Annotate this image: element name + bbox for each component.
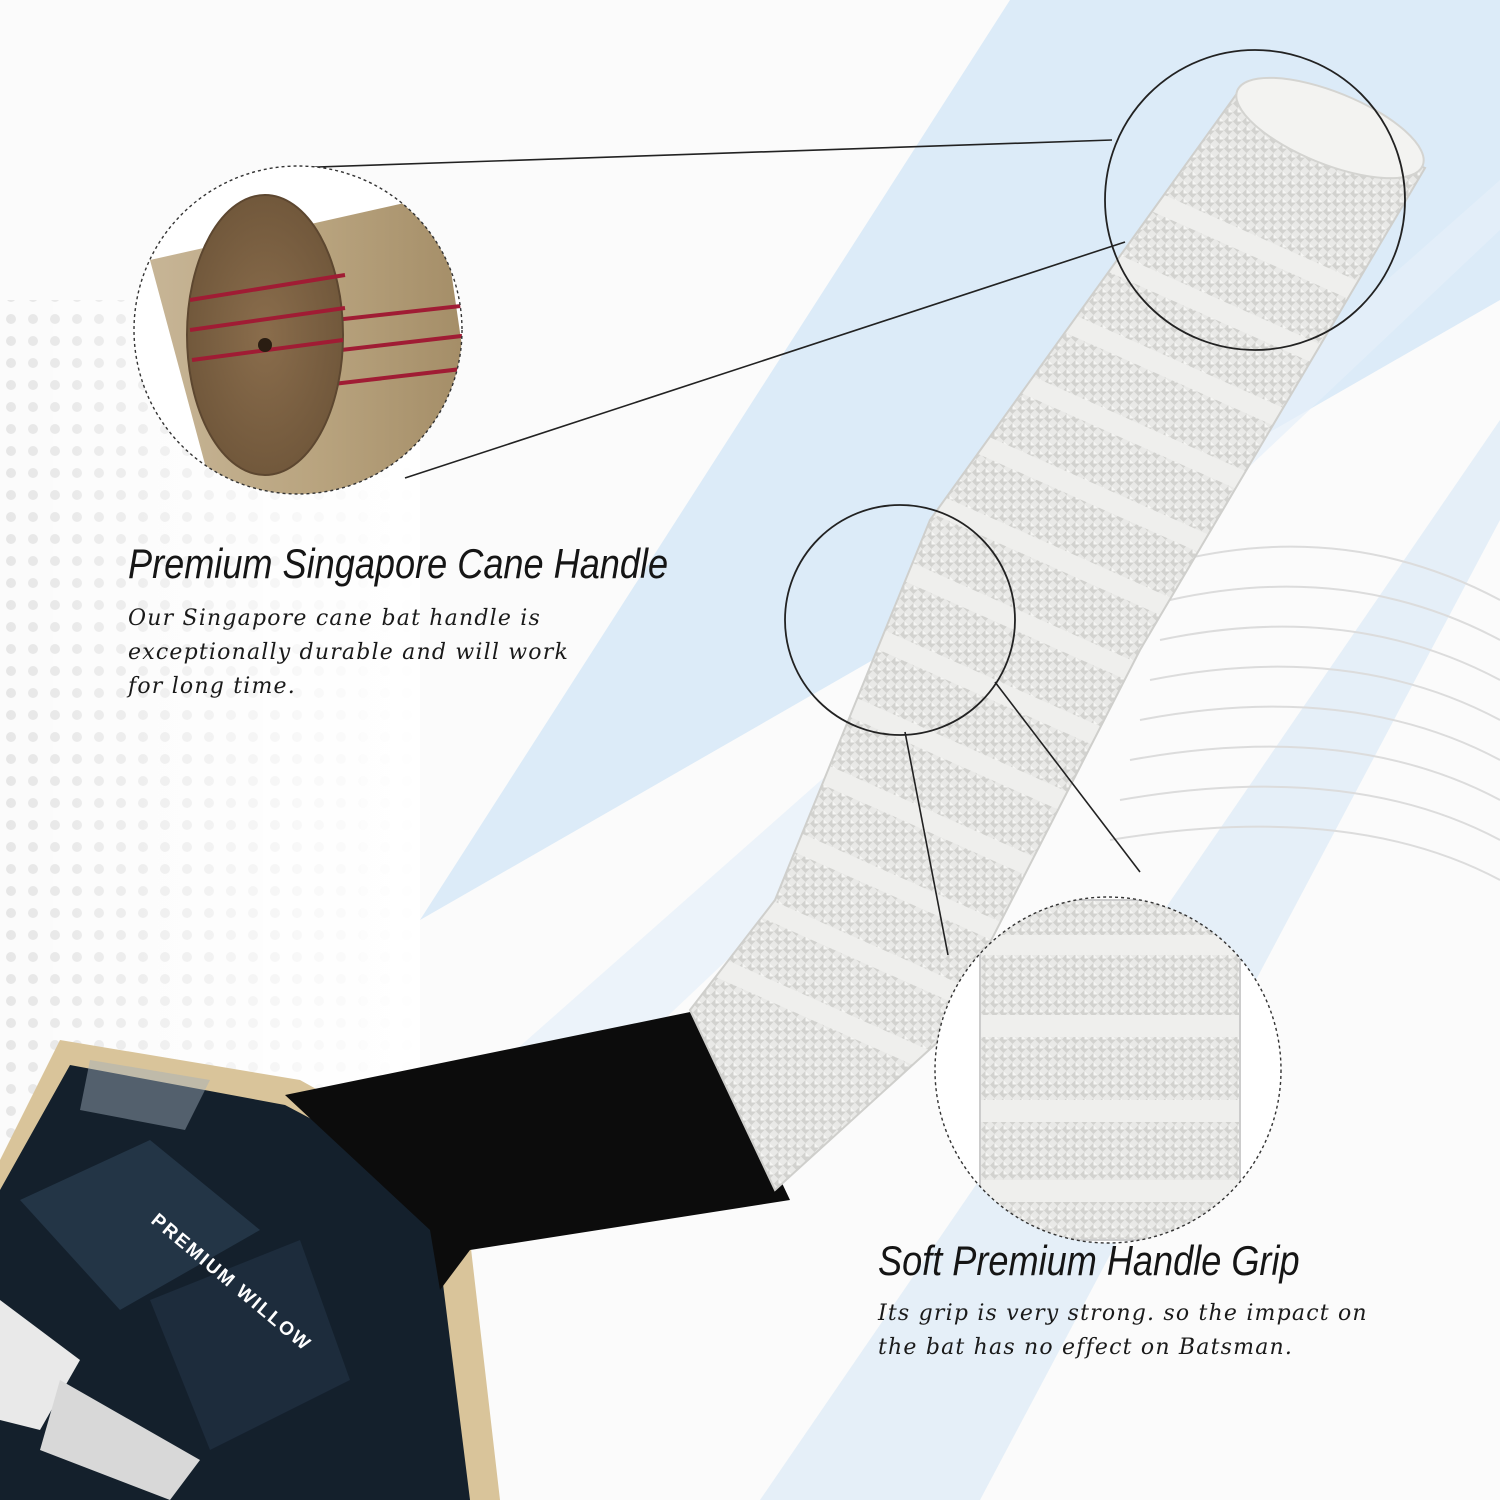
- feature-description-cane-handle: Our Singapore cane bat handle is excepti…: [128, 606, 569, 699]
- callout-leader-lines: [287, 139, 1141, 956]
- grip-texture-closeup-icon: [934, 896, 1282, 1244]
- feature-title-grip: Soft Premium Handle Grip: [878, 1237, 1300, 1284]
- feature-description-grip: Its grip is very strong. so the impact o…: [878, 1301, 1368, 1360]
- wave-lines-decoration: [1109, 545, 1500, 881]
- feature-title-cane-handle: Premium Singapore Cane Handle: [128, 540, 669, 587]
- bat-blade: PREMIUM WILLOW: [0, 1040, 500, 1500]
- cane-handle-closeup-icon: [133, 165, 463, 495]
- bat-splice-tape: [285, 1010, 790, 1290]
- grip-mid-callout-circle: [784, 504, 1016, 736]
- grip-top-callout-circle: [1104, 49, 1406, 351]
